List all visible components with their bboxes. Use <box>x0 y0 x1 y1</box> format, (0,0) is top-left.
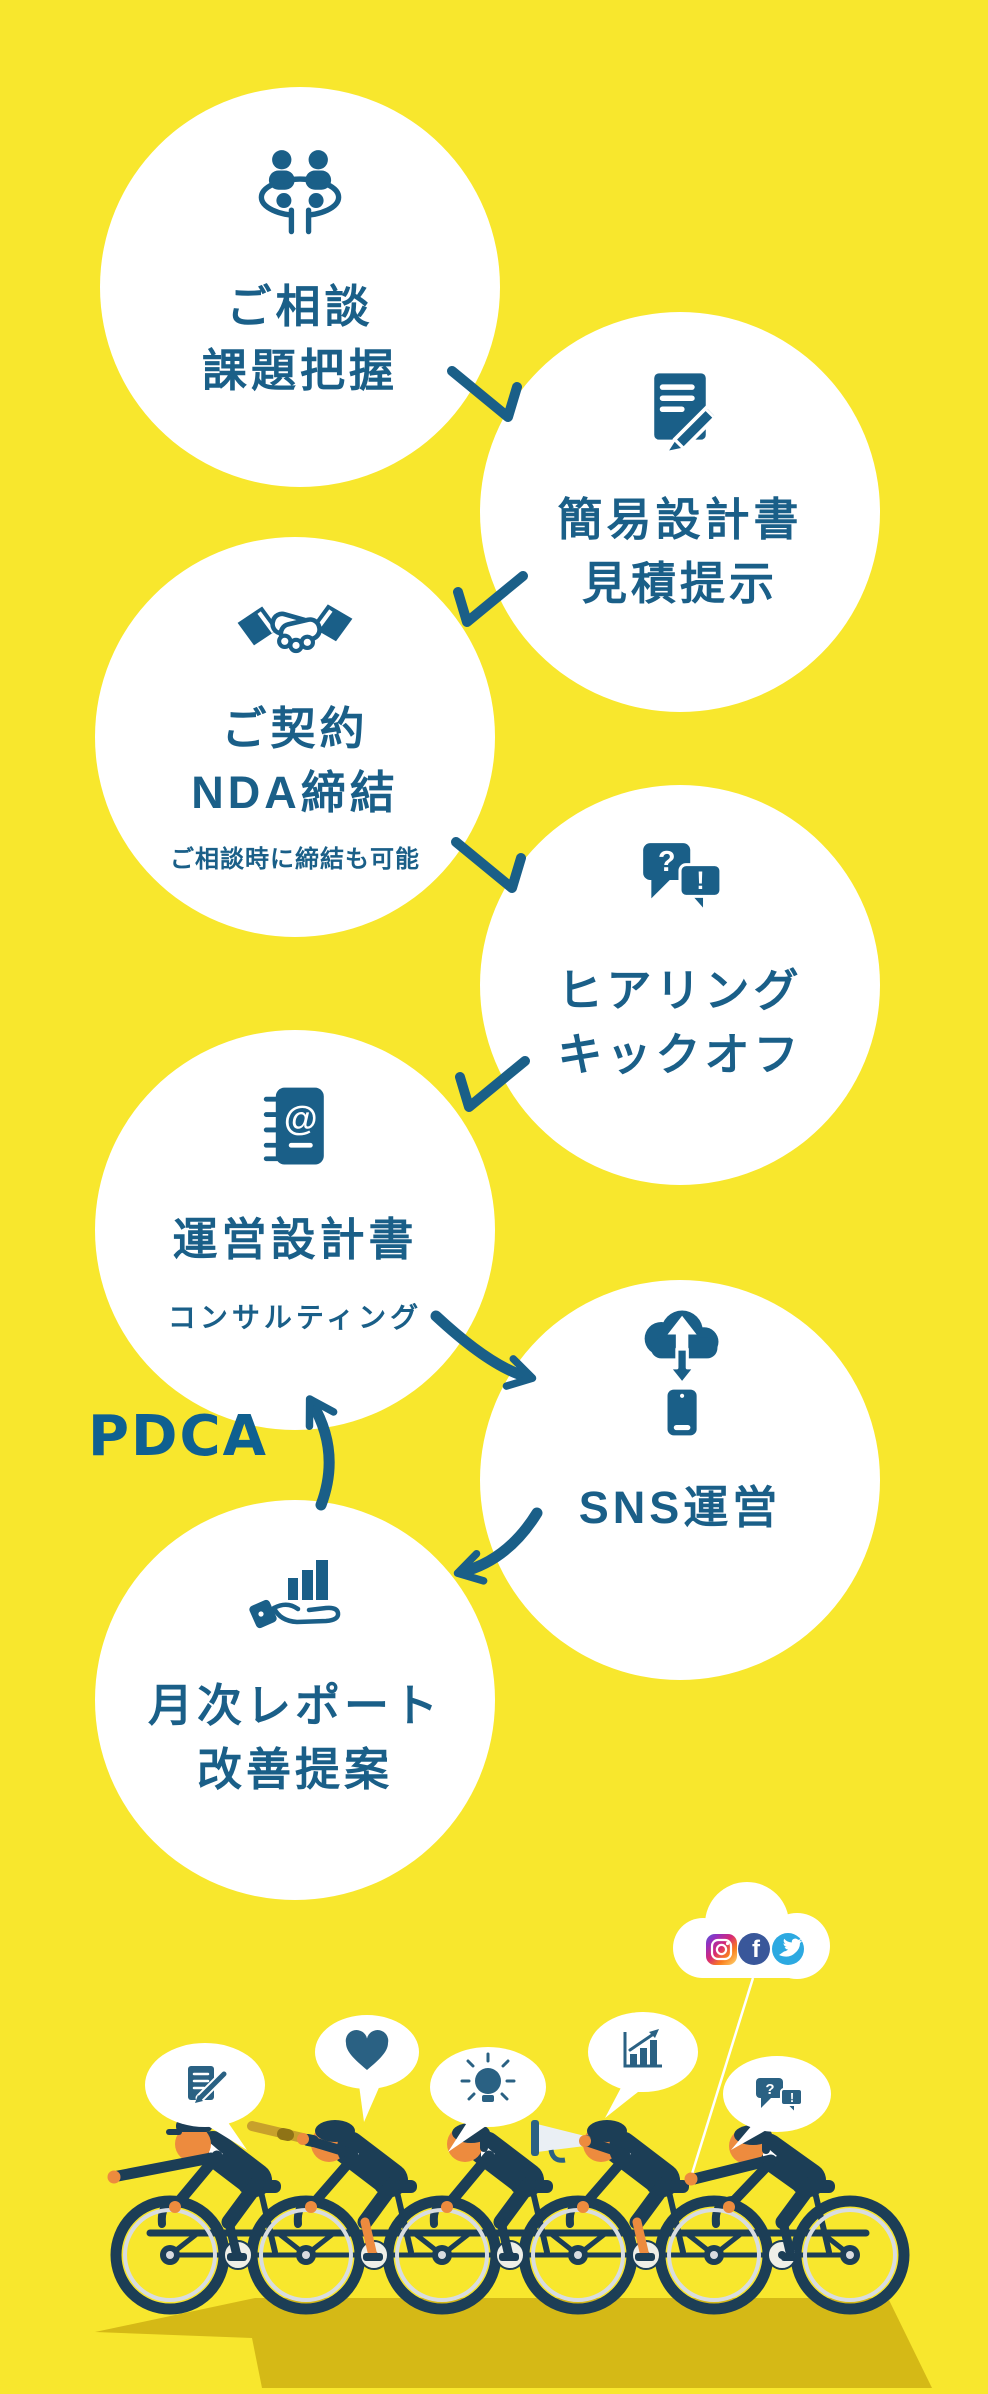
pdca-label: PDCA <box>88 1404 268 1469</box>
at-glyph: @ <box>284 1100 318 1138</box>
step-circle-sns-operation: SNS運営 <box>480 1280 880 1680</box>
facebook-icon: f <box>738 1933 770 1965</box>
sns-cloud: f <box>673 1882 830 1979</box>
question-answer-chat-icon: ? ! <box>756 2078 803 2116</box>
lightbulb-icon <box>460 2052 516 2102</box>
heart-icon <box>345 2030 389 2070</box>
exclamation-glyph: ! <box>790 2090 794 2105</box>
step-title: 簡易設計書 <box>557 494 803 545</box>
step-title: ご契約 <box>221 703 369 754</box>
rider-megaphone-woman <box>531 2120 689 2261</box>
step-note: ご相談時に締結も可能 <box>170 846 420 873</box>
rider-telescope-woman <box>247 2120 417 2261</box>
speech-bubble-document <box>145 2043 265 2150</box>
facebook-letter: f <box>752 1936 761 1963</box>
rider-leaning-man <box>441 2123 553 2261</box>
notebook-at-icon: @ <box>247 1080 343 1176</box>
question-glyph: ? <box>658 846 676 878</box>
step-title: ヒアリング <box>557 965 803 1016</box>
speech-bubble-chat: ? ! <box>723 2056 831 2150</box>
step-title: 改善提案 <box>196 1744 393 1795</box>
speech-bubble-lightbulb <box>430 2047 546 2152</box>
cloud-string <box>689 1977 755 2178</box>
rider-string-holder-man <box>684 2125 835 2261</box>
step-subtitle: コンサルティング <box>167 1302 423 1333</box>
step-circle-monthly-report: 月次レポート 改善提案 <box>95 1500 495 1900</box>
step-title: キックオフ <box>557 1029 803 1080</box>
hand-growth-chart-icon <box>237 1546 353 1646</box>
cloud-sync-smartphone-icon <box>628 1306 732 1442</box>
step-title: NDA締結 <box>191 767 399 818</box>
step-title: 月次レポート <box>147 1680 442 1731</box>
speech-bubble-heart <box>315 2015 419 2122</box>
instagram-icon <box>706 1934 737 1965</box>
twitter-icon <box>772 1933 804 1965</box>
document-pencil-icon <box>634 366 726 458</box>
step-title: ご相談 <box>226 281 374 332</box>
question-answer-chat-icon: ? ! <box>628 837 732 925</box>
step-title: 課題把握 <box>201 345 398 396</box>
ground-shadow-arrow <box>95 2298 932 2388</box>
step-circle-hearing: ? ! ヒアリング キックオフ <box>480 785 880 1185</box>
tandem-bicycle-illustration: ? ! f <box>95 1882 932 2388</box>
question-glyph: ? <box>765 2081 774 2098</box>
handshake-icon <box>232 589 358 669</box>
step-circle-operation-plan: @ 運営設計書 コンサルティング <box>95 1030 495 1430</box>
step-circle-estimate: 簡易設計書 見積提示 <box>480 312 880 712</box>
speech-bubble-growth-chart <box>588 2012 698 2118</box>
growth-chart-icon <box>623 2029 662 2068</box>
step-circle-contract: ご契約 NDA締結 ご相談時に締結も可能 <box>95 537 495 937</box>
meeting-table-icon <box>241 145 359 241</box>
step-title: 見積提示 <box>581 558 778 609</box>
exclamation-glyph: ! <box>696 868 704 895</box>
step-circle-consultation: ご相談 課題把握 <box>100 87 500 487</box>
step-title: SNS運営 <box>578 1482 782 1533</box>
step-title: 運営設計書 <box>172 1214 418 1265</box>
